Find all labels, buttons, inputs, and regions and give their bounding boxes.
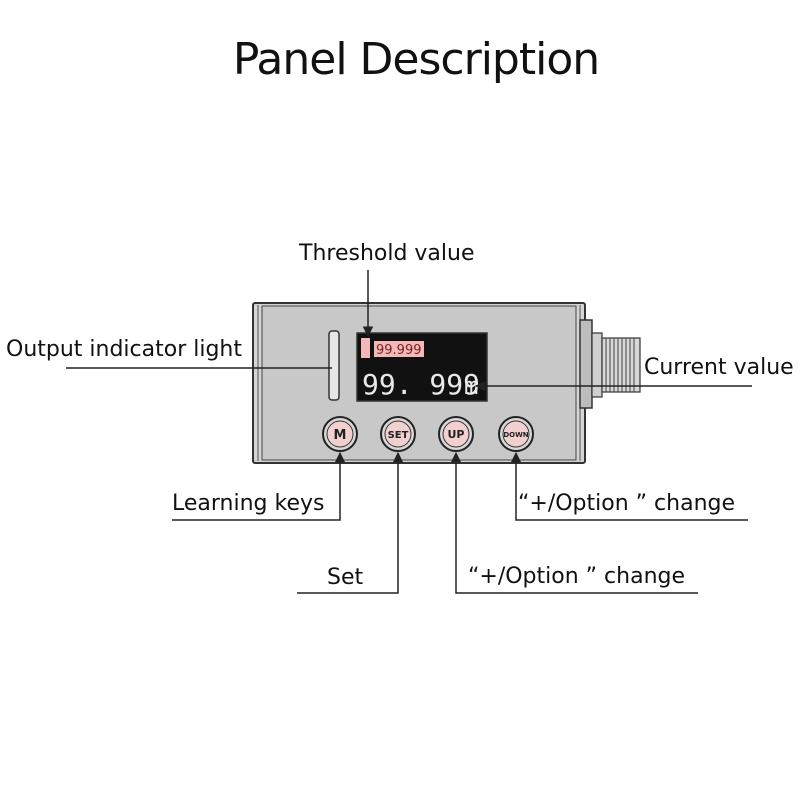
label-current-value: Current value — [644, 355, 794, 380]
display-screen: 99.999 99. 999 m — [356, 332, 488, 402]
callout-threshold: Threshold value — [298, 241, 475, 338]
down-button-label: DOWN — [503, 431, 528, 439]
m-button-label: M — [334, 428, 347, 443]
leader-set — [297, 451, 404, 594]
unit-glyph: m — [464, 372, 478, 400]
set-button-label: SET — [388, 430, 409, 441]
set-button[interactable]: SET — [380, 416, 416, 452]
m-button[interactable]: M — [322, 416, 358, 452]
threshold-readout: 99.999 — [376, 343, 422, 358]
output-indicator-light — [328, 330, 340, 401]
threshold-highlight — [374, 341, 424, 357]
callout-learning-keys: Learning keys — [172, 451, 346, 521]
callout-down: “+/Option ” change — [510, 451, 748, 521]
current-readout: 99. 999 — [362, 368, 480, 401]
label-threshold: Threshold value — [298, 241, 475, 266]
threshold-marker — [361, 338, 370, 358]
leader-learning-keys — [172, 451, 346, 521]
connector — [579, 319, 641, 409]
label-set: Set — [327, 565, 364, 590]
callout-current-value: Current value — [474, 355, 794, 392]
callout-up: “+/Option ” change — [450, 451, 698, 594]
label-learning-keys: Learning keys — [172, 491, 324, 516]
label-plus-option-up: “+/Option ” change — [468, 564, 685, 589]
callout-output-light: Output indicator light — [6, 337, 332, 369]
up-button-label: UP — [448, 428, 465, 441]
sensor-device: 99.999 99. 999 m M SET UP DOWN — [252, 302, 641, 464]
down-button[interactable]: DOWN — [498, 416, 534, 452]
label-plus-option-down: “+/Option ” change — [518, 491, 735, 516]
leader-up — [450, 451, 698, 594]
callout-set: Set — [297, 451, 404, 594]
leader-down — [510, 451, 748, 521]
page-title: Panel Description — [233, 34, 599, 85]
label-output-light: Output indicator light — [6, 337, 242, 362]
up-button[interactable]: UP — [438, 416, 474, 452]
